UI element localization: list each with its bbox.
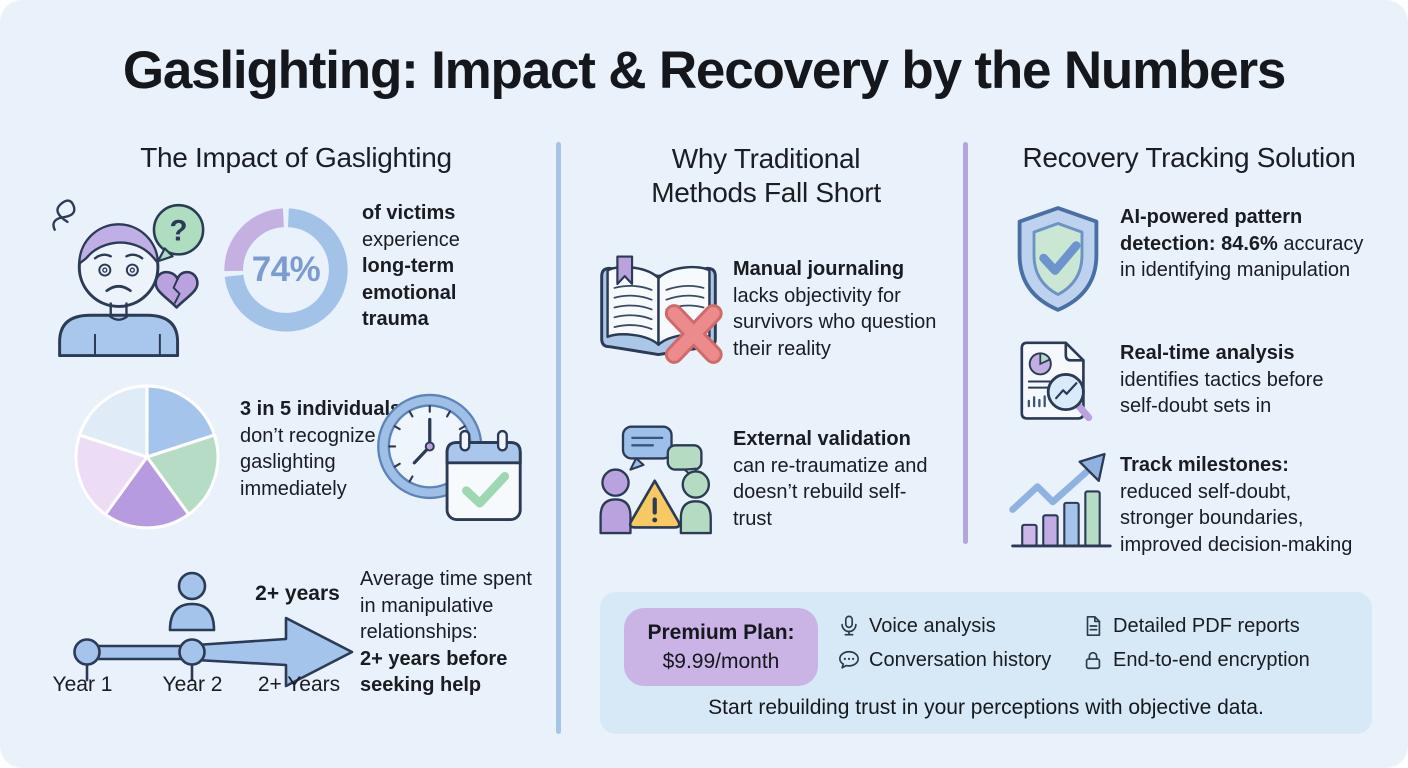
stat3-line1: Average time spent: [360, 568, 532, 590]
shield-check-icon: [1017, 206, 1099, 312]
stat1-line5: trauma: [362, 308, 429, 330]
impact-stat3-text: Average time spent in manipulative relat…: [360, 566, 560, 699]
premium-plan-price: $9.99/month: [662, 650, 780, 673]
stat1-line1: of victims: [362, 202, 456, 224]
donut-chart-74: 74%: [212, 196, 360, 344]
impact-stat1-text: of victims experience long-term emotiona…: [362, 200, 547, 333]
solution-item1-bold: AI-powered pattern detection: 84.6%: [1120, 206, 1303, 255]
svg-text:?: ?: [170, 215, 188, 248]
stat3-bold2: seeking help: [360, 674, 482, 696]
methods-item2-rest: can re-traumatize and doesn’t rebuild se…: [733, 454, 928, 530]
impact-column: The Impact of Gaslighting ?: [40, 140, 552, 740]
solution-item2-text: Real-time analysis identifies tactics be…: [1120, 340, 1365, 420]
methods-item2-text: External validation can re-traumatize an…: [733, 426, 929, 532]
methods-item1-rest: lacks objectivity for survivors who ques…: [733, 284, 937, 360]
feature-pdf-reports-label: Detailed PDF reports: [1113, 614, 1300, 637]
page-title: Gaslighting: Impact & Recovery by the Nu…: [122, 41, 1287, 100]
solution-item2-bold: Real-time analysis: [1120, 342, 1295, 364]
timeline-tick-year2: Year 2: [162, 673, 223, 696]
solution-item2-rest: identifies tactics before self-doubt set…: [1120, 368, 1324, 418]
stat2-line2: don’t recognize: [240, 424, 376, 447]
pie-chart-icon: [74, 384, 220, 530]
feature-encryption: End-to-end encryption: [1082, 648, 1310, 672]
solution-item3-rest: reduced self-doubt, stronger boundaries,…: [1120, 480, 1353, 556]
solution-item3-bold: Track milestones:: [1120, 454, 1289, 476]
stat1-line2: experience: [362, 228, 460, 251]
donut-percent-label: 74%: [251, 250, 321, 289]
document-icon: [1086, 616, 1101, 636]
stat2-line3: gaslighting: [240, 451, 336, 473]
lock-icon: [1085, 651, 1101, 670]
confused-person-icon: ?: [52, 199, 205, 358]
feature-pdf-reports: Detailed PDF reports: [1082, 614, 1300, 638]
clock-calendar-icon: [377, 393, 522, 522]
methods-item2-bold: External validation: [733, 428, 911, 450]
donut-chart-svg: [224, 208, 348, 332]
report-analysis-icon: [1020, 341, 1093, 422]
microphone-icon: [841, 615, 857, 636]
methods-heading: Why Traditional Methods Fall Short: [585, 142, 947, 210]
stat3-line2: in manipulative: [360, 594, 494, 617]
stat3-line3: relationships:: [360, 621, 478, 643]
solution-item1-rest: accuracy in identifying manipulation: [1120, 232, 1364, 282]
impact-heading: The Impact of Gaslighting: [140, 142, 452, 173]
solution-item3-text: Track milestones: reduced self-doubt, st…: [1120, 452, 1358, 558]
book-rejected-icon: [600, 255, 723, 364]
chat-icon: [839, 650, 859, 669]
premium-plan-badge: Premium Plan: $9.99/month: [624, 608, 818, 686]
feature-voice-analysis: Voice analysis: [838, 614, 996, 638]
stat2-line4: immediately: [240, 477, 347, 500]
column-divider-blue: [556, 142, 561, 734]
feature-conversation-history: Conversation history: [838, 648, 1051, 672]
feature-encryption-label: End-to-end encryption: [1113, 648, 1310, 671]
methods-item1-text: Manual journaling lacks objectivity for …: [733, 256, 941, 362]
cta-tagline: Start rebuilding trust in your perceptio…: [708, 696, 1264, 719]
growth-chart-icon: [1009, 452, 1112, 548]
feature-conversation-history-label: Conversation history: [869, 648, 1052, 671]
timeline-tick-year1: Year 1: [52, 673, 113, 696]
solution-item1-text: AI-powered pattern detection: 84.6% accu…: [1120, 204, 1365, 284]
stat1-line4: emotional: [362, 281, 457, 304]
premium-plan-label: Premium Plan:: [647, 621, 795, 644]
impact-stat2-text: 3 in 5 individuals don’t recognize gasli…: [240, 396, 425, 502]
solution-heading: Recovery Tracking Solution: [1022, 142, 1356, 173]
cta-panel: Premium Plan: $9.99/month Voice analysis…: [600, 592, 1372, 734]
timeline-arrow-icon: [73, 571, 354, 688]
stat2-bold: 3 in 5 individuals: [240, 398, 402, 420]
methods-item1-bold: Manual journaling: [733, 258, 905, 280]
timeline-arrow-label: 2+ years: [255, 582, 340, 605]
methods-column: Why Traditional Methods Fall Short Manua…: [585, 140, 947, 600]
timeline-tick-2plus: 2+ Years: [257, 673, 341, 696]
people-warning-icon: [599, 425, 712, 535]
stat3-bold1: 2+ years before: [360, 647, 508, 670]
methods-heading-line1: Why Traditional: [671, 143, 861, 174]
stat1-line3: long-term: [362, 255, 455, 277]
solution-column: Recovery Tracking Solution AI-powered pa…: [985, 140, 1393, 580]
methods-heading-line2: Methods Fall Short: [651, 177, 881, 208]
column-divider-purple: [963, 142, 968, 544]
feature-voice-analysis-label: Voice analysis: [869, 614, 996, 637]
